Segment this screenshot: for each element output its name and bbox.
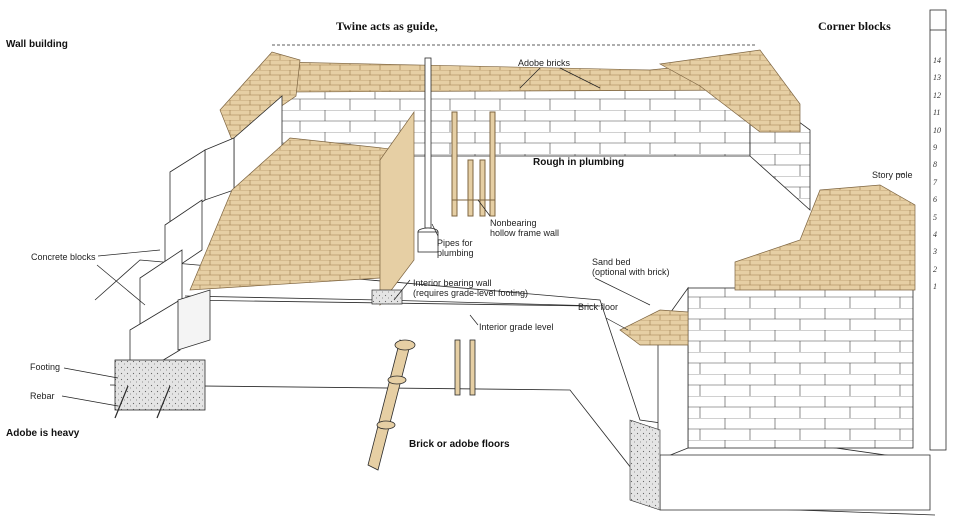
left-footing [114,359,206,411]
story-pole-tick: 2 [933,264,937,274]
adobe-corner-right [658,49,801,133]
nonbearing-wall-label: Nonbearing hollow frame wall [490,218,560,238]
story-pole-tick: 13 [933,73,941,83]
footing-label: Footing [30,362,61,372]
back-block-wall [279,85,751,157]
story-pole-tick: 7 [933,177,937,187]
rough-in-plumbing-heading: Rough in plumbing [533,157,625,168]
adobe-stack-right [734,184,916,291]
story-pole-tick: 6 [933,195,937,205]
story-pole-tick: 1 [933,282,937,292]
pipes-for-plumbing-label: Pipes for plumbing [437,238,474,258]
left-block-column [129,95,283,381]
rebar-label: Rebar [30,391,55,401]
brick-adobe-floors-heading: Brick or adobe floors [409,439,510,450]
corner-blocks-heading: Corner blocks [818,19,891,33]
twine-heading: Twine acts as guide, [336,19,438,33]
rebar [114,385,171,419]
story-pole-tick: 4 [933,230,937,239]
sand-bed-label: Sand bed (optional with brick) [592,257,670,277]
nonbearing-frame-wall [451,111,496,217]
adobe-heavy-heading: Adobe is heavy [6,428,80,439]
leader-lines [61,67,905,407]
brick-floor-label: Brick floor [578,302,619,312]
adobe-corner-left [219,51,301,141]
story-pole-tick: 11 [933,108,941,118]
adobe-bricks-label: Adobe bricks [518,58,571,68]
story-pole-tick: 10 [933,125,941,135]
story-pole-label: Story pole [872,170,913,180]
story-pole-tick: 5 [933,212,937,222]
wall-building-heading: Wall building [6,39,68,50]
story-pole-tick: 12 [933,90,941,100]
right-foreground-footing [659,454,931,511]
story-pole-tick: 9 [933,143,937,152]
plumbing-pipe [417,57,439,253]
story-pole [929,9,947,451]
interior-bearing-wall-label: Interior bearing wall (requires grade-le… [413,278,529,298]
loose-rods [454,339,476,396]
concrete-blocks-label: Concrete blocks [31,252,96,262]
right-foundation-stipple [629,419,661,511]
story-pole-tick: 8 [933,160,937,170]
brick-floor-left [189,137,401,291]
brick-floor-right [619,309,689,346]
right-foreground-block-wall [687,287,914,449]
story-pole-tick: 3 [933,247,937,257]
interior-bearing-wall [371,110,415,307]
interior-grade-level-label: Interior grade level [479,322,554,332]
loose-pipe [367,339,416,471]
story-pole-tick: 14 [933,56,941,65]
